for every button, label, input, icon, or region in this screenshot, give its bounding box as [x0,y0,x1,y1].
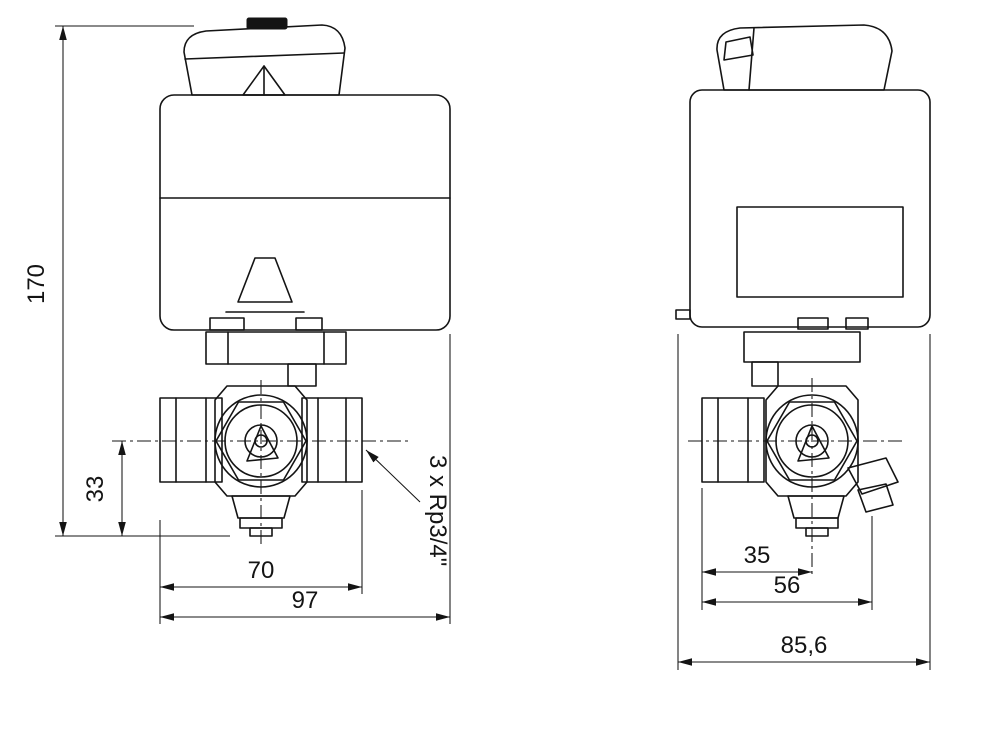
bottom-port-neck [231,495,291,519]
actuator-housing [159,94,451,331]
bottom-port-cap [795,517,839,529]
union-nut-left [159,397,223,483]
actuator-cap [183,17,346,96]
actuator-housing [689,89,931,328]
actuator-cap-side [716,24,893,91]
valve-stem [751,361,779,387]
bracket-outline [743,331,861,363]
dim-label-total-height: 170 [23,264,50,304]
thread-leader-line [365,449,421,503]
side-dimensions: 35 56 85,6 [677,334,931,670]
label-panel [736,206,904,298]
housing-bottom-detail [209,317,245,331]
cap-edge-line [748,27,755,91]
angled-port-lower [857,483,894,513]
thread-note-label: 3 x Rp3/4" [424,455,451,566]
ball-seat-triangle [246,425,279,462]
valve-mounting-bracket [205,331,347,387]
cap-outline [716,24,893,91]
bracket-outline [205,331,347,365]
side-view: 35 56 85,6 [675,24,931,670]
angled-port-upper [847,457,899,495]
housing-bottom-detail [845,317,869,330]
front-view: 170 33 70 97 3 x Rp3/4" [23,17,451,624]
dim-label-port-center-height: 33 [82,476,109,503]
actuator-body-side [675,89,931,330]
housing-bottom-detail [295,317,323,331]
side-centerlines [688,378,902,578]
cap-parting-line [184,52,345,60]
cap-latch [723,36,754,61]
actuator-body [159,94,451,331]
dim-label-body-width: 97 [292,587,319,614]
valve-center-body [765,385,859,497]
front-centerlines [112,380,408,545]
manual-override-knob [237,257,293,303]
front-dimensions: 170 33 70 97 3 x Rp3/4" [23,25,451,624]
dim-label-port-span: 70 [248,557,275,584]
cable-gland [675,309,691,320]
dim-label-port-depth: 56 [774,572,801,599]
valve-center-body [214,385,308,497]
valve-stem [287,363,317,387]
union-nut-side [701,397,765,483]
bottom-port-tip [805,527,829,537]
dim-label-center-offset: 35 [744,542,771,569]
dim-label-body-depth: 85,6 [781,632,828,659]
bottom-port-neck [787,495,845,519]
valve-mounting-bracket-side [743,331,861,387]
cap-outline [183,24,346,96]
union-nut-right [301,397,363,483]
ball-seat-triangle [797,425,830,462]
housing-bottom-detail [797,317,829,330]
cap-top-button [246,17,288,30]
valve-body-side [701,385,899,537]
